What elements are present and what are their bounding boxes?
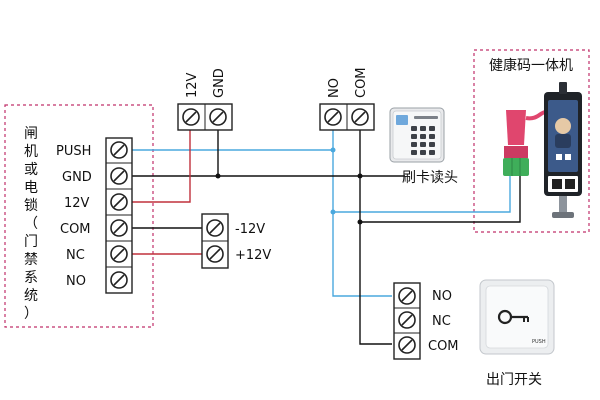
lock-title-char: 或 — [24, 162, 38, 178]
lock-title-char: 禁 — [24, 252, 38, 268]
lock-terminal-label: GND — [62, 170, 92, 185]
wire-12v-red — [120, 118, 191, 203]
reader-relay-terminal — [319, 103, 375, 131]
lock-terminal-label: 12V — [64, 196, 90, 211]
lock-title-char: 系 — [24, 270, 38, 286]
junction-dot — [215, 173, 221, 179]
face-terminal-device — [503, 82, 582, 218]
power-side-terminal — [201, 213, 229, 269]
reader-relay-label: COM — [354, 67, 369, 98]
lock-title-char: 统 — [24, 288, 38, 304]
lock-terminal-block — [105, 137, 133, 294]
power-top-label: 12V — [185, 72, 200, 98]
wire-relay-no-blue — [332, 118, 392, 297]
junction-dot — [357, 173, 363, 179]
exit-terminal-label: NC — [432, 314, 451, 329]
lock-title-char: 闸 — [24, 126, 38, 142]
exit-terminal-label: NO — [432, 289, 452, 304]
exit-button-label: 出门开关 — [486, 372, 542, 388]
exit-terminal-block — [393, 282, 421, 360]
lock-terminal-label: COM — [60, 222, 91, 237]
wire-face-blue — [333, 176, 511, 213]
junction-dot — [357, 219, 363, 225]
exit-terminal-label: COM — [428, 339, 459, 354]
wires — [120, 118, 521, 345]
reader-relay-label: NO — [327, 78, 342, 98]
lock-title-char: 门 — [24, 234, 38, 250]
exit-push-button: PUSH — [479, 279, 555, 355]
junction-dot — [330, 209, 336, 215]
wire-face-black — [360, 176, 521, 223]
lock-terminal-label: NO — [66, 274, 86, 289]
lock-title-char: 电 — [24, 180, 38, 196]
power-top-label: GND — [212, 68, 227, 98]
key-icon — [497, 309, 529, 325]
junction-dot — [330, 147, 336, 153]
lock-title-char: 锁 — [24, 198, 38, 214]
card-reader-label: 刷卡读头 — [402, 169, 458, 186]
power-top-terminal — [177, 103, 233, 131]
power-side-label: +12V — [235, 248, 271, 263]
lock-terminal-label: PUSH — [56, 144, 91, 159]
power-side-label: -12V — [235, 222, 265, 237]
face-terminal-title: 健康码一体机 — [489, 57, 573, 74]
lock-terminal-label: NC — [66, 248, 85, 263]
lock-title-char: ） — [24, 306, 38, 322]
lock-system-frame — [4, 104, 154, 328]
lock-title-char: 机 — [24, 144, 38, 160]
face-terminal-frame — [473, 49, 590, 233]
exit-plate-text: PUSH — [532, 339, 546, 345]
card-reader-keypad — [389, 107, 445, 163]
lock-system-title: 闸 机 或 电 锁 （ 门 禁 系 统 ） — [24, 126, 38, 322]
wire-com-black — [359, 118, 392, 345]
lock-title-char: （ — [24, 216, 38, 232]
